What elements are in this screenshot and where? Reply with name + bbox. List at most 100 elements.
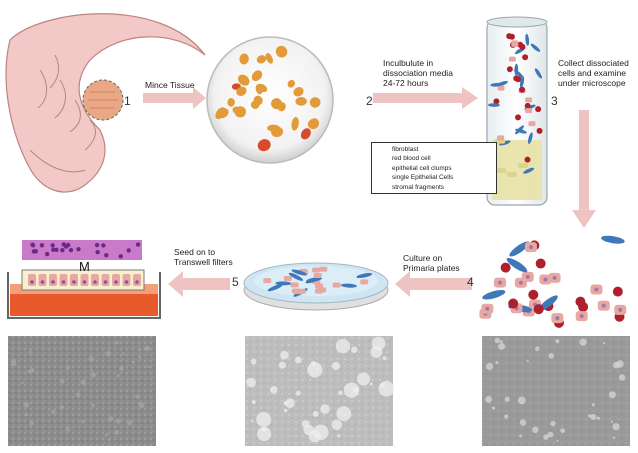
cell-nucleus — [51, 280, 55, 284]
step-1-number: 1 — [124, 94, 131, 108]
micrograph-cell — [331, 419, 342, 430]
red-blood-cell — [500, 262, 511, 273]
micrograph-cell — [315, 367, 319, 370]
tissue-fragment — [256, 55, 267, 64]
micrograph-cell — [114, 430, 120, 435]
micrograph-cell — [579, 338, 587, 346]
micrograph-cell — [370, 345, 383, 358]
legend-stromal-fragments: stromal fragments — [392, 184, 445, 191]
step-4-label: Culture on Primaria plates — [403, 253, 460, 273]
cell-nucleus — [525, 274, 530, 279]
micrograph-cell — [280, 350, 289, 360]
micrograph-cell — [313, 424, 329, 441]
legend-red-blood-cell: red blood cell — [392, 155, 431, 162]
micrograph-cell — [312, 411, 319, 417]
micrograph-cell — [119, 366, 124, 371]
epithelial-cell — [511, 41, 519, 47]
tissue-fragment — [287, 79, 295, 88]
tissue-fragment — [239, 53, 249, 65]
micrograph-cell — [10, 360, 17, 367]
tissue-fragment — [255, 84, 263, 95]
fibroblast — [527, 132, 533, 144]
tissue-fragment — [234, 106, 247, 118]
micrograph-cell — [310, 360, 316, 367]
epithelial-cell — [91, 274, 99, 286]
tissue-fragment — [300, 128, 311, 140]
micrograph-cell — [278, 361, 286, 369]
micrograph-cell — [610, 420, 614, 423]
tissue-fragment — [253, 95, 263, 106]
micrograph-cell — [127, 419, 133, 426]
fibroblast — [356, 273, 373, 279]
epithelial-cell — [312, 267, 321, 273]
membrane-label: M — [79, 259, 90, 274]
micrograph-cell — [378, 380, 395, 397]
micrograph-cell — [320, 404, 330, 414]
micrograph-cell — [138, 348, 142, 352]
tissue-fragment — [251, 70, 263, 82]
red-blood-cell — [522, 54, 529, 61]
micrograph-cell — [504, 396, 510, 402]
fibroblast — [482, 290, 506, 300]
fibroblast — [490, 82, 503, 87]
histology-nucleus — [61, 242, 66, 247]
micrograph-cell — [30, 368, 35, 373]
epithelial-cell — [508, 56, 516, 62]
epithelial-cell — [332, 282, 341, 288]
cell-type-legend: fibroblast red blood cell epithelial cel… — [371, 142, 497, 194]
red-blood-cell — [612, 286, 623, 297]
cell-nucleus — [543, 277, 548, 282]
epithelial-cell — [525, 97, 533, 103]
fibroblast — [509, 241, 530, 257]
red-blood-cell — [578, 301, 589, 312]
cell-nucleus — [485, 306, 490, 311]
fibroblast — [291, 269, 307, 276]
step-2-number: 2 — [366, 94, 373, 108]
micrograph-cell — [608, 391, 616, 399]
cell-nucleus — [552, 275, 557, 280]
micrograph-cell — [498, 342, 506, 350]
micrograph-cell — [351, 346, 358, 353]
micrograph-cell — [105, 350, 112, 357]
arrow-step-1 — [143, 87, 206, 109]
histology-nucleus — [50, 243, 55, 248]
epithelial-cell — [360, 279, 369, 285]
test-tube — [486, 16, 548, 206]
legend-single-epithelial: single Epithelial Cells — [392, 174, 454, 181]
step-1-label: Mince Tissue — [145, 80, 195, 90]
cell-nucleus — [61, 280, 66, 284]
histology-nucleus — [94, 242, 100, 248]
micrograph-cell — [122, 352, 125, 355]
cell-nucleus — [618, 307, 623, 312]
cell-nucleus — [72, 280, 76, 284]
red-blood-cell — [535, 106, 542, 113]
epithelial-cell — [291, 288, 300, 294]
micrograph-transwell — [8, 336, 156, 446]
red-blood-cell — [528, 289, 539, 300]
micrograph-cell — [343, 382, 360, 398]
stromal-fragment — [496, 168, 507, 174]
fibroblast — [306, 277, 322, 283]
epithelial-cell — [283, 276, 292, 282]
arrow-step-2 — [373, 87, 478, 109]
fibroblast — [519, 76, 525, 88]
micrograph-cell — [560, 428, 566, 434]
micrograph-cell — [24, 413, 29, 417]
micrograph-cell — [590, 413, 597, 421]
red-blood-cell — [535, 258, 546, 269]
micrograph-cell — [51, 409, 56, 414]
cell-nucleus — [30, 280, 34, 284]
epithelial-cell — [313, 273, 322, 279]
histology-nucleus — [30, 242, 35, 247]
micrograph-cell — [369, 382, 373, 386]
micrograph-cell — [550, 420, 556, 427]
micrograph-cell — [105, 433, 108, 437]
histology-nucleus — [104, 253, 109, 258]
arrow-step-4 — [395, 271, 472, 297]
micrograph-cell — [59, 404, 65, 410]
fibroblast — [530, 43, 541, 52]
legend-fibroblast: fibroblast — [392, 146, 419, 153]
micrograph-cell — [596, 416, 601, 420]
tissue-fragment — [309, 97, 321, 108]
red-blood-cell — [508, 298, 519, 309]
